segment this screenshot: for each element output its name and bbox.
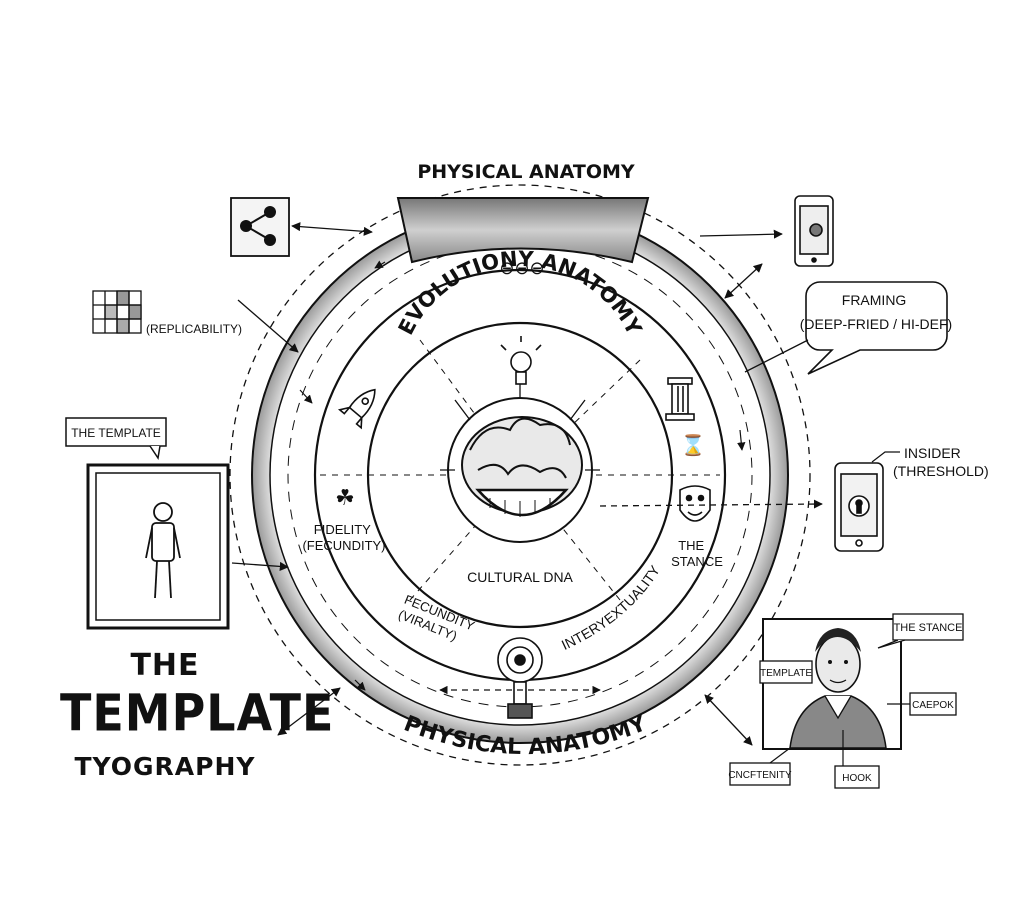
phone-arrow-2 — [724, 263, 763, 299]
portrait-callout-stance — [877, 613, 964, 649]
replicability-label: (REPLICABILITY) — [146, 322, 242, 336]
person-icon — [145, 502, 181, 599]
grid-icon — [92, 290, 142, 334]
portrait-cncftenity-label: CNCFTENITY — [728, 770, 792, 781]
title-line-the: THE — [130, 648, 200, 683]
portrait-template-label: TEMPLATE — [760, 668, 812, 679]
title-arrow — [277, 687, 341, 736]
portrait-callout-template — [759, 660, 813, 684]
replicability-arrow — [237, 299, 299, 353]
phone-icon[interactable] — [794, 195, 834, 267]
portrait-callout-cncftenity — [729, 762, 791, 786]
insider-label: INSIDER (THRESHOLD) — [893, 445, 989, 479]
rotation-arrows — [299, 260, 746, 691]
portrait-hook-label: HOOK — [842, 773, 872, 784]
framing-label: FRAMING (DEEP-FRIED / HI-DEF) — [800, 292, 952, 332]
insider-connector — [871, 451, 900, 463]
title-line-tyography: TYOGRAPHY — [74, 752, 256, 781]
physical-anatomy-top-label: PHYSICAL ANATOMY — [417, 161, 635, 183]
the-template-callout-label: THE TEMPLATE — [71, 426, 161, 440]
lock-phone-icon[interactable] — [834, 462, 884, 552]
framing-bubble — [805, 281, 948, 375]
share-icon[interactable] — [230, 197, 290, 257]
insider-arrow — [599, 499, 823, 509]
rocket-icon — [337, 388, 376, 430]
cncftenity-connector — [769, 747, 791, 764]
column-icon — [665, 377, 695, 421]
template-arrow — [231, 561, 289, 571]
lightbulb-icon — [500, 336, 542, 385]
cultural-dna-label: CULTURAL DNA — [467, 569, 573, 585]
framing-connector — [744, 339, 809, 373]
glyph-row-icon: ⊖⊖⊖ — [499, 258, 544, 278]
fidelity-icon: ☘ — [335, 485, 355, 510]
mask-icon — [679, 485, 711, 522]
hourglass-icon: ⌛ — [681, 433, 706, 457]
phone-arrow — [699, 229, 783, 239]
outer-dashed-ring — [229, 184, 811, 766]
brain-icon — [440, 382, 600, 543]
share-arrow — [291, 222, 373, 236]
portrait-arrow — [704, 694, 753, 746]
portrait-panel — [762, 618, 902, 750]
portrait-caepok-label: CAEPOK — [912, 700, 954, 711]
portrait-the-stance-label: THE STANCE — [894, 622, 963, 634]
portrait-callout-hook — [834, 765, 880, 789]
title-line-template: TEMPLATE — [60, 683, 335, 743]
the-template-callout — [65, 417, 167, 460]
physical-anatomy-cap — [396, 197, 650, 264]
fidelity-label: FIDELITY (FECUNDITY) — [302, 522, 385, 553]
the-stance-inner-label: THE STANCE — [671, 538, 723, 569]
